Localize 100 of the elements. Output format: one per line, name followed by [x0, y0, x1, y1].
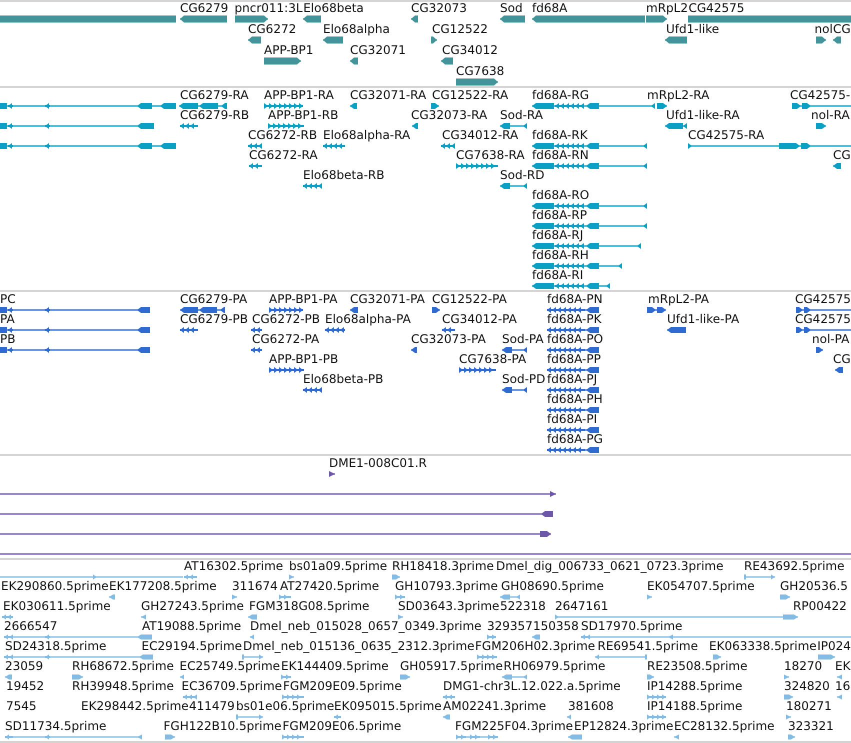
feature-label: Ufd1-like	[666, 23, 720, 36]
feature-label: CG6272	[248, 23, 296, 36]
feature-label: 19452	[6, 680, 44, 693]
feature-label: SD03643.3prime	[398, 600, 500, 613]
feature-label: EC28132.5prime	[674, 720, 775, 733]
feature-label: DMG1-chr3L.12.022.a.5prime	[443, 680, 621, 693]
feature-label: GH10793.3prime	[395, 580, 498, 593]
feature-label: CG32073	[411, 2, 467, 15]
feature-label: EK095015.5prime	[334, 700, 442, 713]
feature-label: EC25749.5prime	[180, 660, 280, 673]
feature-label: CG7638	[456, 65, 504, 78]
feature-label: APP-BP1-RA	[264, 89, 334, 102]
feature-label: 323321	[788, 720, 834, 733]
feature-label: FGM209E06.5prime	[282, 720, 402, 733]
feature-label: 324820	[784, 680, 830, 693]
feature-label: RP00422	[793, 600, 847, 613]
feature-label: EK144409.5prime	[281, 660, 389, 673]
feature-label: FGM225F04.3prime	[455, 720, 574, 733]
feature-label: IP024	[817, 640, 851, 653]
feature-label: AT19088.5prime	[142, 620, 242, 633]
feature-label: mRpL2-RA	[647, 89, 710, 102]
feature-label: Sod	[500, 2, 523, 15]
feature-label: CG42575-RA	[688, 129, 764, 142]
feature-label: PB	[0, 333, 16, 346]
feature-label: 411479	[189, 700, 235, 713]
feature-label: CG6272-RA	[249, 149, 318, 162]
feature-label: Sod-RA	[500, 109, 543, 122]
feature-label: CG32071	[350, 44, 406, 57]
feature-label: GH05917.5prime	[400, 660, 503, 673]
feature-label: APP-BP1	[264, 44, 314, 57]
feature-label: AT27420.5prime	[280, 580, 380, 593]
feature-label: Elo68beta	[303, 2, 364, 15]
feature-label: Dmel_neb_015136_0635_2312.3prime	[243, 640, 475, 653]
feature-label: 18270	[784, 660, 822, 673]
feature-label: RH06979.5prime	[504, 660, 606, 673]
feature-label: mRpL2-PA	[648, 293, 709, 306]
feature-label: Ufd1-like-PA	[667, 313, 740, 326]
feature-label: 23059	[5, 660, 44, 673]
feature-label: Sod-PA	[502, 333, 544, 346]
feature-label: EC29194.5prime	[142, 640, 242, 653]
feature-label: 2647161	[555, 600, 608, 613]
feature-label: Elo68alpha	[323, 23, 390, 36]
feature-label: 2666547	[4, 620, 58, 633]
feature-label: GH08690.5prime	[501, 580, 604, 593]
feature-label: 381608	[568, 700, 614, 713]
feature-label: fd68A-PO	[547, 333, 604, 346]
feature-label: CG12522-RA	[432, 89, 508, 102]
feature-label: fd68A-PJ	[547, 373, 598, 386]
feature-label: Elo68beta-PB	[303, 373, 384, 386]
feature-label: CG34012-RA	[442, 129, 518, 142]
feature-label: DME1-008C01.R	[329, 457, 427, 470]
feature-label: RE69541.5prime	[598, 640, 698, 653]
feature-label: 16	[835, 680, 850, 693]
feature-label: 7545	[6, 700, 37, 713]
feature-label: 329357	[487, 620, 533, 633]
feature-label: fd68A-RN	[532, 149, 589, 162]
feature-label: CG6279-PB	[180, 313, 248, 326]
feature-label: CG6279-RB	[180, 109, 250, 122]
feature-label: Dmel_dig_006733_0621_0723.3prime	[496, 560, 724, 573]
feature-label: Elo68alpha-PA	[325, 313, 411, 326]
feature-label: 180271	[786, 700, 832, 713]
feature-label: FGH122B10.5prime	[164, 720, 282, 733]
feature-label: SD17970.5prime	[581, 620, 682, 633]
feature-label: fd68A-PP	[547, 353, 601, 366]
feature-label: IP14188.5prime	[647, 700, 742, 713]
feature-label: Dmel_neb_015028_0657_0349.3prime	[250, 620, 482, 633]
feature-label: fd68A-RI	[532, 269, 584, 282]
feature-label: Sod-RD	[500, 169, 544, 182]
feature-label: Ufd1-like-RA	[666, 109, 740, 122]
feature-label: bs01e06.5prime	[236, 700, 334, 713]
feature-label: 311674	[232, 580, 278, 593]
feature-label: FGM318G08.5prime	[249, 600, 370, 613]
feature-label: fd68A-RG	[532, 89, 590, 102]
feature-label: CG32073-RA	[411, 109, 488, 122]
feature-label: CG7638-PA	[459, 353, 526, 366]
feature-label: CG	[833, 23, 851, 36]
feature-label: 150358	[533, 620, 579, 633]
feature-label: RH18418.3prime	[392, 560, 494, 573]
feature-label: SD24318.5prime	[5, 640, 106, 653]
feature-label: PC	[0, 293, 16, 306]
feature-label: CG	[833, 149, 851, 162]
feature-label: EK030611.5prime	[3, 600, 111, 613]
feature-label: EK290860.5prime	[1, 580, 109, 593]
feature-label: CG6279-RA	[180, 89, 249, 102]
feature-label: CG	[833, 353, 851, 366]
feature-label: CG34012	[442, 44, 498, 57]
feature-label: fd68A-RK	[532, 129, 588, 142]
feature-label: PA	[0, 313, 15, 326]
feature-label: Elo68beta-RB	[303, 169, 384, 182]
feature-label: RE43692.5prime	[744, 560, 844, 573]
feature-label: fd68A-PH	[547, 393, 603, 406]
feature-label: nol	[814, 23, 833, 36]
feature-label: 522318	[500, 600, 546, 613]
feature-label: CG12522	[432, 23, 488, 36]
feature-label: AM02241.3prime	[443, 700, 546, 713]
feature-label: CG32071-RA	[350, 89, 426, 102]
feature-label: EK	[835, 660, 850, 673]
feature-label: EC36709.5prime	[182, 680, 282, 693]
feature-label: EK063338.5prime	[709, 640, 817, 653]
feature-label: APP-BP1-PB	[269, 353, 338, 366]
